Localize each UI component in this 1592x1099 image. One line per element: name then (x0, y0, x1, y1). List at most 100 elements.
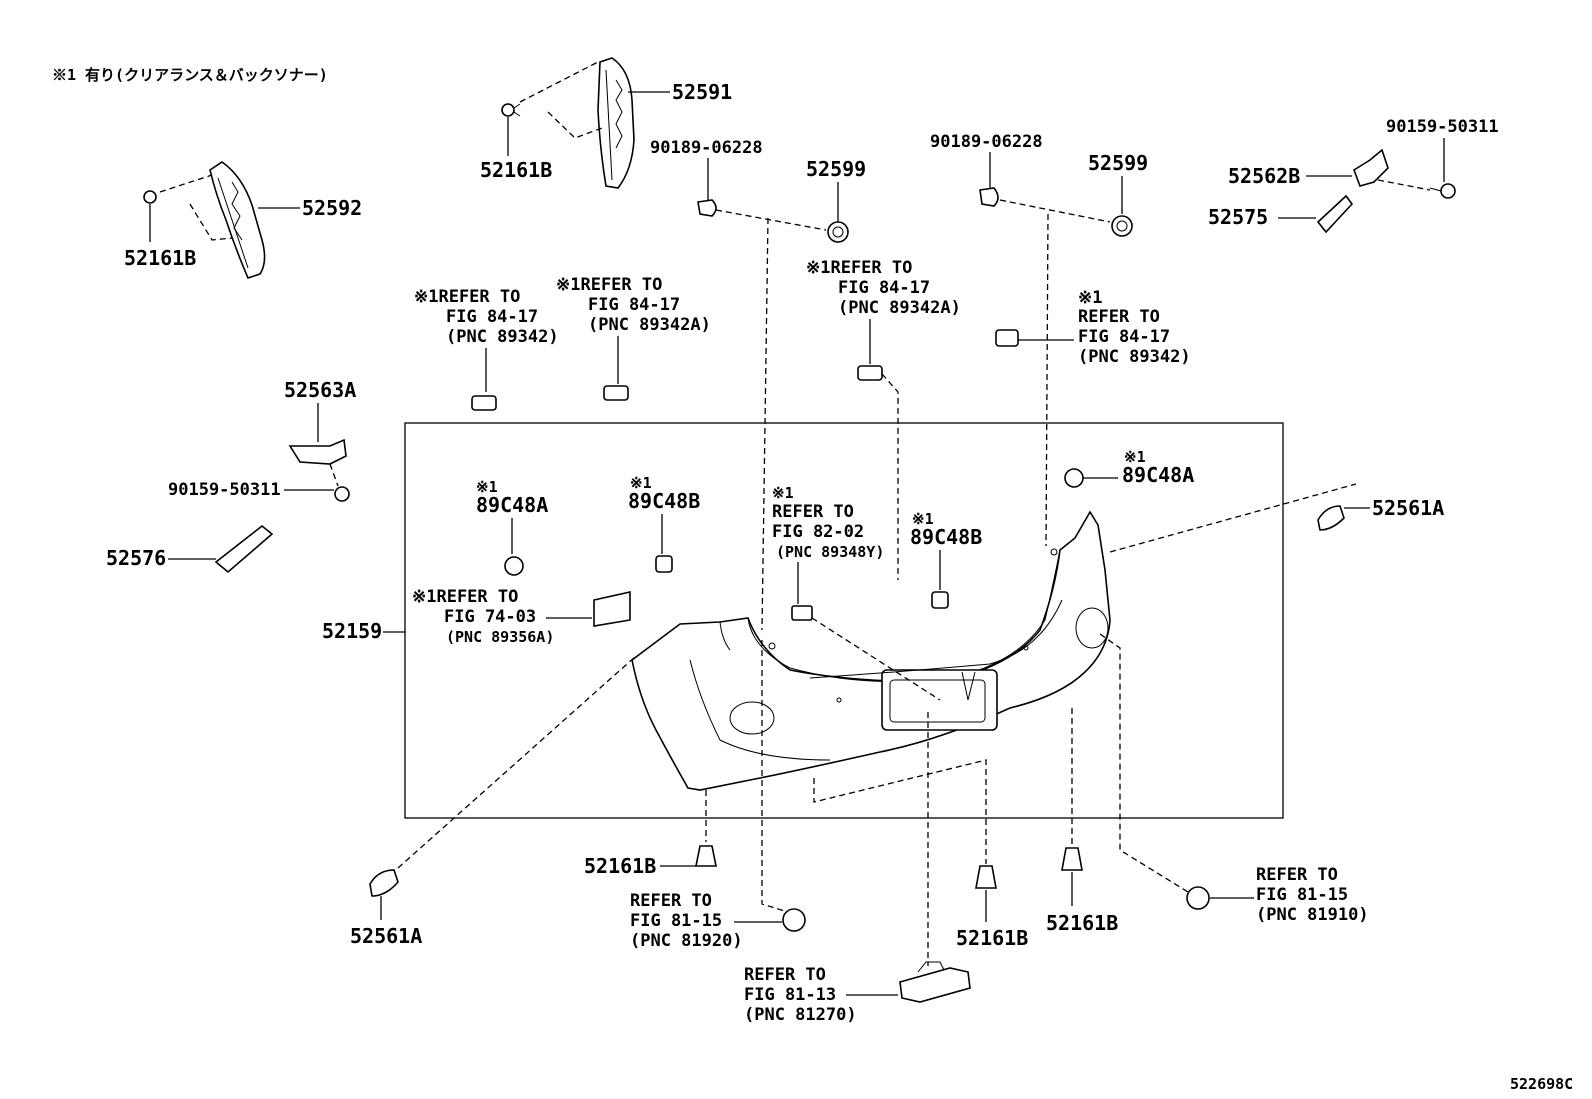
dash-drop-left (761, 217, 769, 631)
mark-89c48a-left: ※1 (476, 478, 498, 496)
dash-reflector-right (1099, 633, 1189, 893)
clip-52161b-left (143, 190, 157, 204)
part-number-52592[interactable]: 52592 (302, 196, 362, 220)
spacer-52576 (214, 524, 274, 574)
dash-90189-52599-right (999, 199, 1111, 223)
part-number-52161b-b2[interactable]: 52161B (956, 926, 1028, 950)
clip-52161b-b2 (975, 865, 997, 889)
dash-52563a (329, 463, 339, 487)
ref-81-13-line1: REFER TO (744, 965, 826, 985)
ref-82-02-line3: (PNC 89348Y) (776, 543, 884, 561)
bumper-cover-frame (404, 422, 1284, 819)
ref-84-17-a-line1: ※1REFER TO (414, 287, 520, 307)
ref-74-03-line1: ※1REFER TO (412, 587, 518, 607)
ref-81-15-a-line2: FIG 81-15 (630, 911, 722, 931)
footnote-legend: ※1 有り(クリアランス＆バックソナー) (52, 66, 328, 84)
part-number-52161b-b1[interactable]: 52161B (584, 854, 656, 878)
part-number-52576[interactable]: 52576 (106, 546, 166, 570)
sensor-holder-b (603, 385, 629, 401)
part-number-52561a-left[interactable]: 52561A (350, 924, 422, 948)
drawing-code: 522698C (1510, 1075, 1573, 1093)
ref-81-13-line2: FIG 81-13 (744, 985, 836, 1005)
part-number-89c48a-left[interactable]: 89C48A (476, 493, 548, 517)
part-number-52599-right[interactable]: 52599 (1088, 151, 1148, 175)
part-number-52161b-left[interactable]: 52161B (124, 246, 196, 270)
mark-89c48b-left: ※1 (630, 474, 652, 492)
ref-81-15-b-line1: REFER TO (1256, 865, 1338, 885)
bracket-52563a (288, 438, 347, 465)
clip-90189-left (697, 199, 717, 217)
part-number-90189-right[interactable]: 90189-06228 (930, 132, 1043, 152)
sensor-holder-d (995, 329, 1019, 347)
clip-52161b-b1 (695, 845, 717, 867)
clip-52161b-top (501, 103, 521, 117)
ref-84-17-b-line1: ※1REFER TO (556, 275, 662, 295)
dash-89348y (811, 617, 941, 701)
reflector-81920 (782, 908, 806, 932)
mark-89c48a-right: ※1 (1124, 448, 1146, 466)
ref-84-17-d-line1: REFER TO (1078, 307, 1160, 327)
ref-81-15-b-line2: FIG 81-15 (1256, 885, 1348, 905)
reflector-plate (593, 591, 631, 627)
dash-sensor-c (881, 373, 899, 580)
ref-82-02-line2: FIG 82-02 (772, 522, 864, 542)
part-number-52161b-top[interactable]: 52161B (480, 158, 552, 182)
dash-reflector-left (761, 640, 789, 913)
dash-52561a-right (1109, 483, 1357, 553)
retainer-52591 (597, 57, 635, 189)
retainer-89c48b-left (655, 555, 673, 573)
screw-90159-right (1429, 183, 1456, 199)
part-number-90159-left[interactable]: 90159-50311 (168, 480, 281, 500)
dash-52592 (159, 174, 233, 241)
ref-84-17-a-line3: (PNC 89342) (446, 327, 559, 347)
ref-84-17-a-line2: FIG 84-17 (446, 307, 538, 327)
retainer-89c48a-left (504, 556, 524, 576)
part-number-52161b-b3[interactable]: 52161B (1046, 911, 1118, 935)
sensor-holder-c (857, 365, 883, 381)
dash-drop-right (1045, 213, 1049, 547)
clip-52561a-left (369, 869, 399, 897)
retainer-89c48b-right (931, 591, 949, 609)
sensor-bracket-89348y (791, 605, 813, 621)
ref-81-13-line3: (PNC 81270) (744, 1005, 857, 1025)
clip-52161b-b3 (1061, 847, 1083, 871)
part-number-52591[interactable]: 52591 (672, 80, 732, 104)
dash-52591 (519, 61, 603, 139)
part-number-52159[interactable]: 52159 (322, 619, 382, 643)
ref-84-17-c-line2: FIG 84-17 (838, 278, 930, 298)
mark-89c48b-right: ※1 (912, 510, 934, 528)
ref-81-15-a-line3: (PNC 81920) (630, 931, 743, 951)
ref-84-17-b-line2: FIG 84-17 (588, 295, 680, 315)
ref-84-17-d-mark: ※1 (1078, 288, 1102, 308)
part-number-52599-left[interactable]: 52599 (806, 157, 866, 181)
clip-52561a-right (1317, 505, 1345, 531)
ref-84-17-c-line1: ※1REFER TO (806, 258, 912, 278)
part-number-89c48b-left[interactable]: 89C48B (628, 489, 700, 513)
part-number-89c48b-right[interactable]: 89C48B (910, 525, 982, 549)
part-number-52563a[interactable]: 52563A (284, 378, 356, 402)
ref-74-03-line2: FIG 74-03 (444, 607, 536, 627)
license-lamp-81270 (899, 961, 971, 1003)
grommet-52599-right (1111, 215, 1133, 237)
dash-clip-b2 (813, 759, 987, 864)
reflector-81910 (1186, 886, 1210, 910)
part-number-52561a-right[interactable]: 52561A (1372, 496, 1444, 520)
part-number-89c48a-right[interactable]: 89C48A (1122, 463, 1194, 487)
dash-52561a-left (397, 655, 637, 869)
ref-81-15-a-line1: REFER TO (630, 891, 712, 911)
sensor-holder-a (471, 395, 497, 411)
ref-84-17-d-line2: FIG 84-17 (1078, 327, 1170, 347)
ref-74-03-line3: (PNC 89356A) (446, 628, 554, 646)
dash-52562b (1377, 179, 1431, 191)
part-number-52562b[interactable]: 52562B (1228, 164, 1300, 188)
retainer-89c48a-right (1064, 468, 1084, 488)
ref-81-15-b-line3: (PNC 81910) (1256, 905, 1369, 925)
dash-90189-52599-left (715, 209, 827, 231)
ref-82-02-line1: REFER TO (772, 502, 854, 522)
retainer-52592 (209, 161, 266, 279)
part-number-90159-right[interactable]: 90159-50311 (1386, 117, 1499, 137)
part-number-52575[interactable]: 52575 (1208, 205, 1268, 229)
part-number-90189-left[interactable]: 90189-06228 (650, 138, 763, 158)
spacer-52575 (1316, 194, 1354, 234)
